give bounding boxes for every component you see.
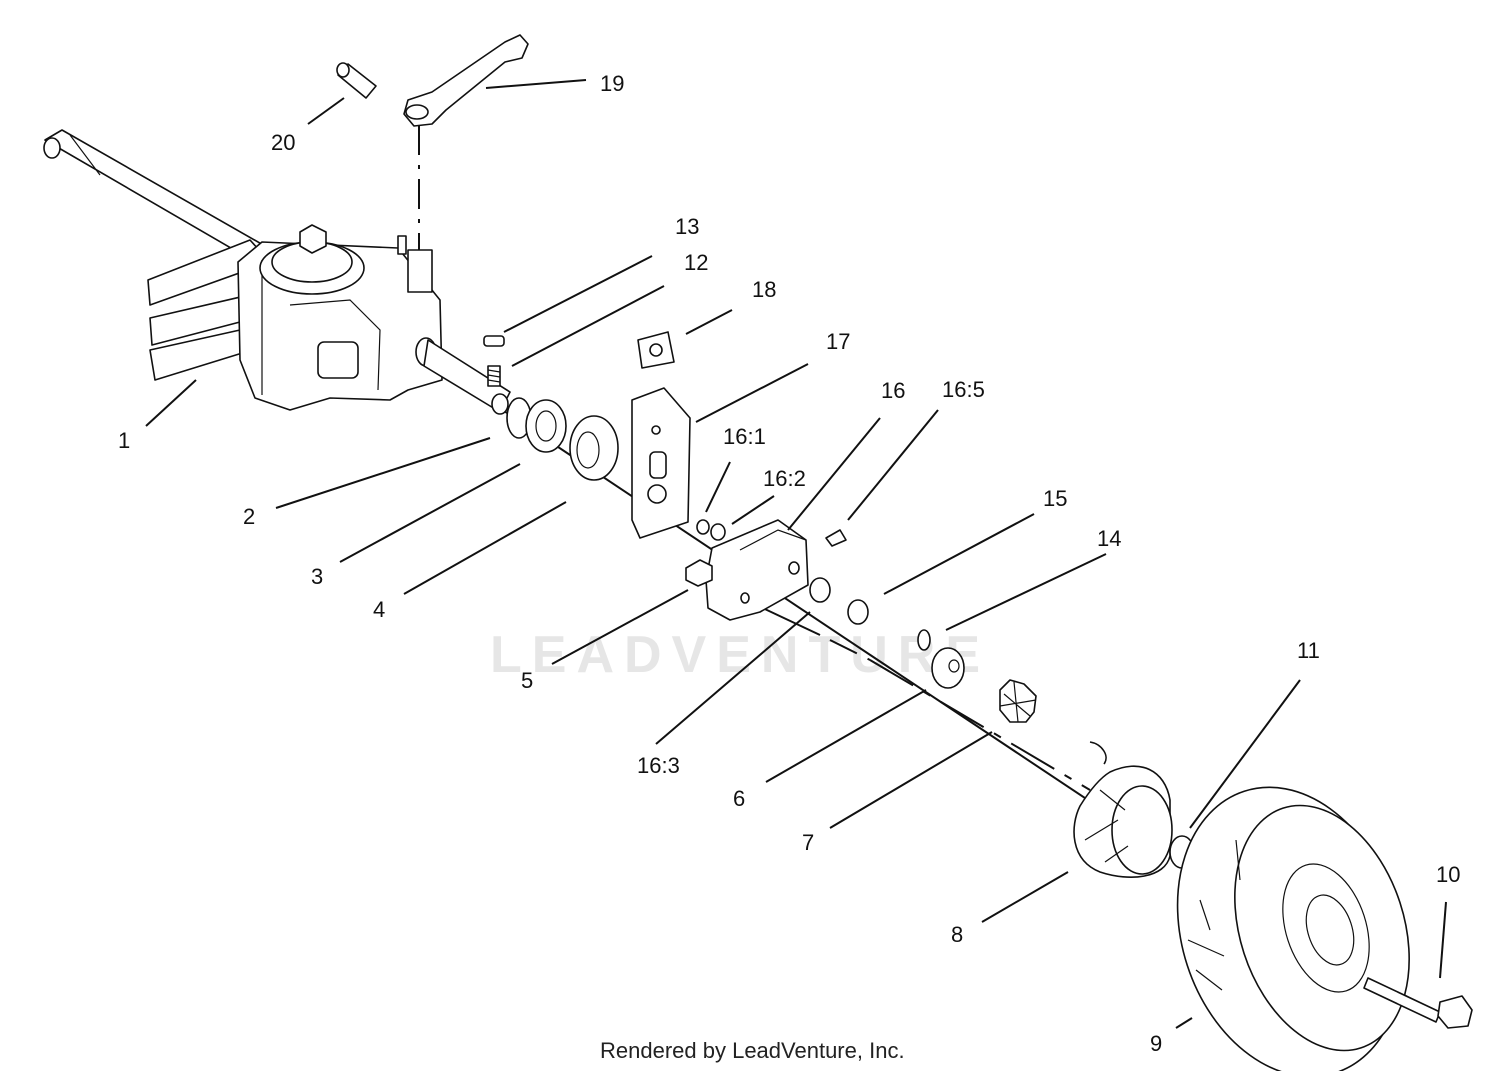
- callout-12: 12: [684, 250, 708, 275]
- part-17-plate: [631, 387, 691, 539]
- part-7-gear: [999, 679, 1037, 723]
- footer-credit: Rendered by LeadVenture, Inc.: [600, 1038, 905, 1063]
- callout-6: 6: [733, 786, 745, 811]
- callout-16-5: 16:5: [942, 377, 985, 402]
- callouts: 1 2 3 4 5 6 7 8 9 10 11 12 13 14 15 16 1…: [118, 71, 1460, 1056]
- callout-19: 19: [600, 71, 624, 96]
- part-14-washer: [931, 647, 965, 689]
- callout-17: 17: [826, 329, 850, 354]
- callout-1: 1: [118, 428, 130, 453]
- part-9-wheel: [1176, 786, 1410, 1071]
- callout-18: 18: [752, 277, 776, 302]
- part-8-hub: [1073, 765, 1173, 878]
- part-snap-ring: [1089, 741, 1107, 765]
- callout-5: 5: [521, 668, 533, 693]
- callout-3: 3: [311, 564, 323, 589]
- callout-10: 10: [1436, 862, 1460, 887]
- shift-lever-assembly: [336, 34, 529, 127]
- part-15-washer: [847, 599, 869, 625]
- part-16-3: [809, 577, 831, 603]
- callout-14: 14: [1097, 526, 1121, 551]
- part-3-washer: [525, 399, 567, 453]
- transmission-assembly: [43, 129, 511, 415]
- callout-15: 15: [1043, 486, 1067, 511]
- callout-4: 4: [373, 597, 385, 622]
- part-10-bolt: [1363, 977, 1473, 1029]
- callout-2: 2: [243, 504, 255, 529]
- part-16-1: [696, 519, 710, 535]
- callout-16: 16: [881, 378, 905, 403]
- callout-16-3: 16:3: [637, 753, 680, 778]
- leader-lines: [145, 79, 1447, 1029]
- small-fasteners-upper: [483, 331, 675, 387]
- callout-13: 13: [675, 214, 699, 239]
- callout-8: 8: [951, 922, 963, 947]
- part-16-2: [710, 523, 726, 541]
- callout-7: 7: [802, 830, 814, 855]
- callout-16-2: 16:2: [763, 466, 806, 491]
- part-4-washer: [569, 415, 619, 481]
- part-13-key: [483, 335, 505, 347]
- watermark: LEADVENTURE: [490, 626, 990, 684]
- washers-upper: [506, 397, 619, 481]
- callout-11: 11: [1297, 638, 1320, 663]
- part-16-5: [825, 529, 847, 547]
- callout-9: 9: [1150, 1031, 1162, 1056]
- part-5-nut: [685, 559, 713, 587]
- washers-lower: [847, 599, 1107, 765]
- callout-16-1: 16:1: [723, 424, 766, 449]
- part-16-bracket-assembly: [685, 519, 847, 621]
- callout-20: 20: [271, 130, 295, 155]
